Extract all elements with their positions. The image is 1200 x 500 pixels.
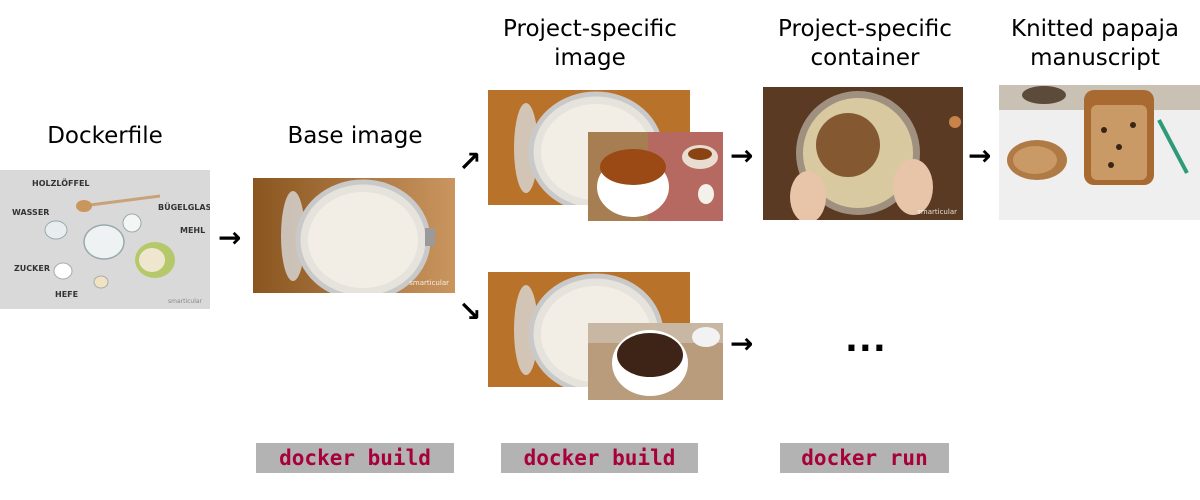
docker-build-command-1: docker build	[256, 443, 454, 473]
label-holzloeffel: HOLZLÖFFEL	[32, 178, 90, 188]
arrow-down-right-icon: ↘	[458, 295, 482, 328]
docker-run-command: docker run	[780, 443, 949, 473]
arrow-right-icon: →	[730, 327, 754, 360]
arrow-right-icon: →	[730, 139, 754, 172]
raisins-photo	[588, 132, 723, 221]
label-zucker: ZUCKER	[14, 264, 50, 273]
project-container-title: Project-specific container	[778, 16, 952, 71]
arrow-up-right-icon: ↗	[458, 145, 482, 178]
dockerfile-title: Dockerfile	[47, 123, 163, 149]
manuscript-bread-photo	[999, 85, 1200, 220]
base-image-photo: smarticular	[253, 178, 455, 293]
ellipsis-placeholder: ...	[845, 320, 887, 360]
docker-build-command-2: docker build	[501, 443, 698, 473]
watermark-1: smarticular	[168, 298, 203, 305]
project-container-photo: smarticular	[763, 87, 963, 220]
cocoa-nibs-photo	[588, 323, 723, 400]
label-buegelglas: BÜGELGLAS	[158, 202, 210, 212]
dockerfile-ingredients-photo: HOLZLÖFFEL WASSER BÜGELGLAS MEHL ZUCKER …	[0, 170, 210, 309]
label-mehl: MEHL	[180, 226, 205, 235]
label-hefe: HEFE	[55, 290, 78, 299]
arrow-right-icon: →	[218, 221, 242, 254]
manuscript-title: Knitted papaja manuscript	[1010, 16, 1180, 71]
watermark-2: smarticular	[409, 279, 449, 287]
arrow-right-icon: →	[968, 139, 992, 172]
base-image-title: Base image	[287, 123, 423, 149]
watermark-3: smarticular	[917, 208, 957, 216]
label-wasser: WASSER	[12, 208, 49, 217]
project-image-title: Project-specific image	[503, 16, 677, 71]
